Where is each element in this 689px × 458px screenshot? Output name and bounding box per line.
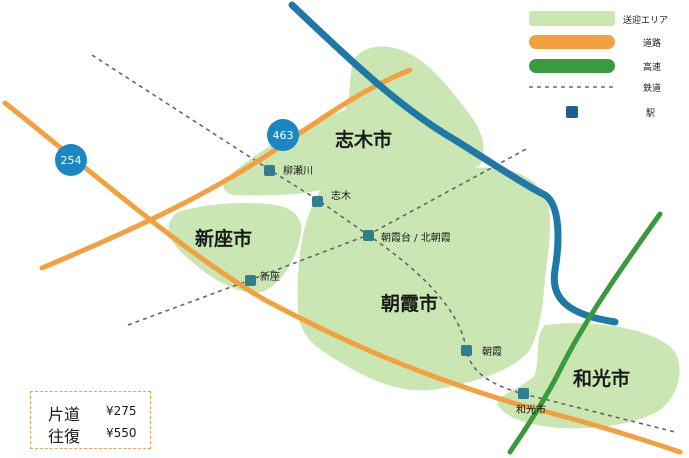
route-badge-463: 463 — [267, 119, 299, 151]
river — [288, 1, 619, 326]
city-label-shiki: 志木市 — [335, 128, 392, 151]
station-label-niiza: 新座 — [260, 270, 280, 283]
highway — [507, 211, 663, 455]
railway-tobu-tojo — [91, 54, 676, 433]
station-label-asakadai: 朝霞台 / 北朝霞 — [381, 231, 451, 244]
station-marker-asaka[interactable] — [461, 345, 472, 356]
station-marker-niiza[interactable] — [245, 275, 256, 286]
city-label-niiza: 新座市 — [195, 227, 252, 250]
fare-one-way-label: 片道 — [48, 405, 81, 424]
roads — [2, 67, 683, 455]
city-label-asaka: 朝霞市 — [381, 292, 438, 315]
legend-swatch-highway — [529, 59, 615, 73]
legend: 送迎エリア 道路 高速 鉄道 駅 — [529, 11, 668, 119]
legend-label-area: 送迎エリア — [623, 14, 668, 26]
station-marker-wakoshi[interactable] — [518, 388, 529, 399]
area-shiki — [223, 46, 484, 196]
station-marker-asakadai[interactable] — [363, 230, 374, 241]
fare-box: 片道 ¥275 往復 ¥550 — [30, 391, 151, 449]
route-number-463: 463 — [273, 129, 294, 142]
legend-label-station: 駅 — [646, 108, 655, 119]
station-label-shiki: 志木 — [331, 189, 351, 202]
stations — [245, 165, 529, 399]
legend-label-highway: 高速 — [643, 61, 661, 73]
fare-round-trip-label: 往復 — [48, 427, 81, 446]
station-marker-shiki[interactable] — [312, 196, 323, 207]
fare-round-trip-value: ¥550 — [106, 426, 137, 440]
station-label-asaka: 朝霞 — [482, 346, 502, 358]
railways — [91, 54, 676, 433]
road-route-254 — [2, 100, 683, 455]
route-number-254: 254 — [61, 154, 82, 167]
legend-swatch-area — [529, 11, 615, 26]
station-label-yanasegawa: 柳瀬川 — [283, 164, 313, 177]
route-badge-254: 254 — [55, 144, 87, 176]
station-marker-yanasegawa[interactable] — [264, 165, 275, 176]
legend-label-railway: 鉄道 — [643, 82, 661, 94]
railway-musashino — [127, 147, 529, 326]
city-label-wako: 和光市 — [573, 367, 630, 390]
fare-one-way-value: ¥275 — [106, 404, 137, 418]
road-route-463 — [39, 67, 413, 271]
legend-swatch-road — [529, 35, 615, 49]
legend-swatch-station — [566, 106, 578, 118]
station-label-wakoshi: 和光市 — [516, 403, 546, 416]
legend-label-road: 道路 — [643, 37, 661, 49]
area-niiza — [168, 202, 302, 293]
